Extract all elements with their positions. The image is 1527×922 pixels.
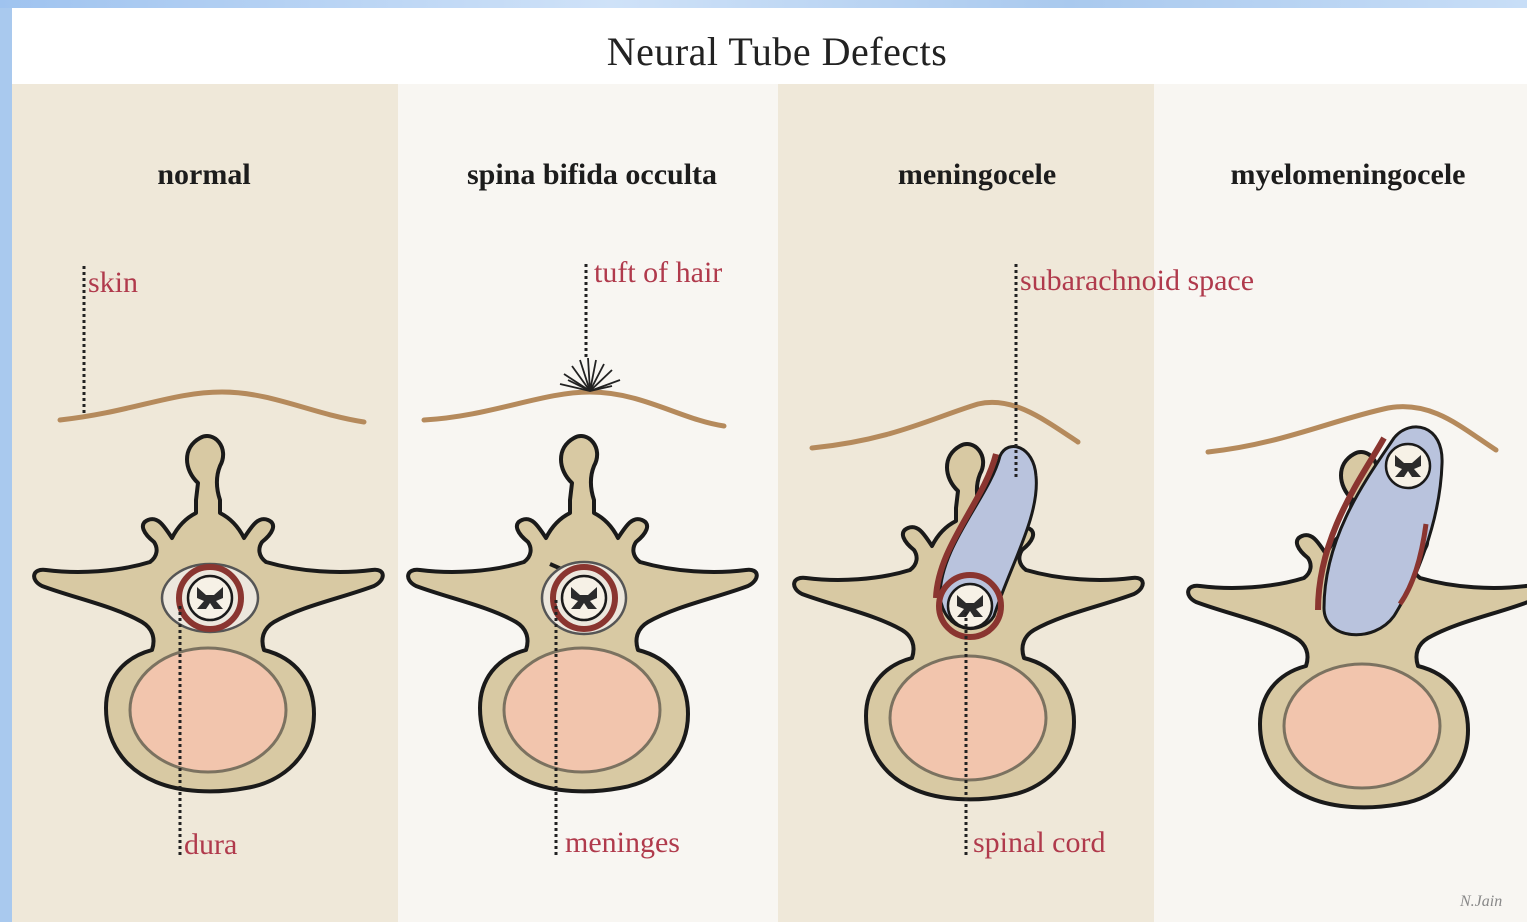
skin-line-normal (60, 392, 364, 422)
vertebra-myelomeningocele (1188, 427, 1527, 807)
vertebra-normal (34, 436, 383, 791)
label-dura: dura (184, 828, 237, 862)
skin-line-spina-bifida-occulta (424, 392, 724, 426)
heading-meningocele: meningocele (898, 158, 1056, 192)
label-spinal-cord: spinal cord (973, 826, 1105, 860)
skin-line-meningocele (812, 402, 1078, 448)
vertebra-meningocele (794, 444, 1143, 799)
skin-line-myelomeningocele (1208, 407, 1496, 452)
label-subarachnoid-space: subarachnoid space (1020, 264, 1254, 298)
tuft-of-hair-illustration (560, 358, 620, 391)
diagram-title: Neural Tube Defects (12, 28, 1527, 75)
label-meninges: meninges (565, 826, 680, 860)
vertebra-spina-bifida-occulta (408, 436, 757, 791)
heading-myelomeningocele: myelomeningocele (1231, 158, 1466, 192)
diagram-illustration (12, 8, 1527, 922)
diagram-canvas: Neural Tube Defects normal spina bifida … (12, 8, 1527, 922)
label-tuft-of-hair: tuft of hair (594, 256, 722, 290)
window-frame-top (0, 0, 1527, 8)
heading-normal: normal (157, 158, 250, 192)
artist-signature: N.Jain (1460, 893, 1502, 911)
heading-spina-bifida-occulta: spina bifida occulta (467, 158, 717, 192)
label-skin: skin (88, 266, 138, 300)
